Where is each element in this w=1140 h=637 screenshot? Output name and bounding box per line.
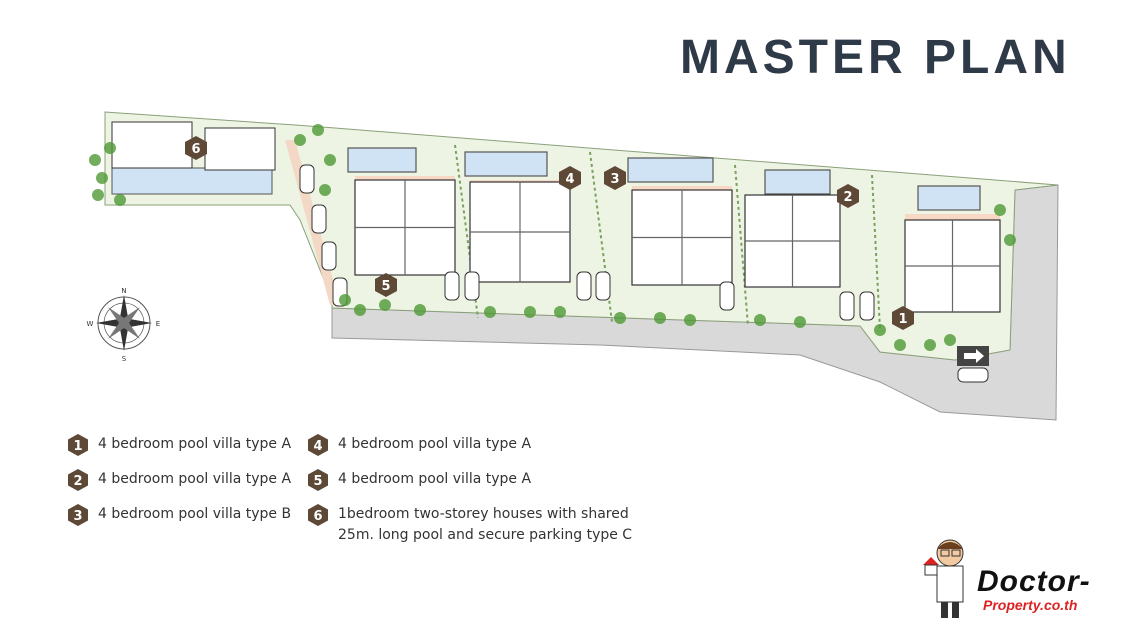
parked-car-icon <box>576 271 592 301</box>
tree-icon <box>92 189 104 201</box>
compass-w: W <box>87 320 94 328</box>
plot-marker-2: 2 <box>837 184 859 208</box>
tree-icon <box>614 312 626 324</box>
tree-icon <box>324 154 336 166</box>
svg-text:1: 1 <box>73 439 82 454</box>
compass-s: S <box>122 355 127 363</box>
legend-label: 4 bedroom pool villa type A <box>98 471 292 487</box>
tree-icon <box>944 334 956 346</box>
svg-text:4: 4 <box>313 439 322 454</box>
tree-icon <box>114 194 126 206</box>
parked-car-icon <box>957 367 989 383</box>
number-badge-icon: 1 <box>68 434 88 456</box>
parked-car-icon <box>299 164 315 194</box>
houses-type-c-left <box>111 121 193 169</box>
tree-icon <box>89 154 101 166</box>
tree-icon <box>654 312 666 324</box>
plot-marker-3: 3 <box>604 166 626 190</box>
compass-e: E <box>156 320 160 328</box>
tree-icon <box>294 134 306 146</box>
legend-item-4: 4 4 bedroom pool villa type A <box>308 434 531 456</box>
tree-icon <box>96 172 108 184</box>
plot-marker-5: 5 <box>375 273 397 297</box>
tree-icon <box>1004 234 1016 246</box>
legend-label: 4 bedroom pool villa type A <box>98 436 292 452</box>
number-badge-icon: 5 <box>308 469 328 491</box>
villa-pool <box>917 185 981 211</box>
number-badge-icon: 2 <box>68 469 88 491</box>
tree-icon <box>379 299 391 311</box>
tree-icon <box>994 204 1006 216</box>
parked-car-icon <box>595 271 611 301</box>
tree-icon <box>684 314 696 326</box>
legend-item-2: 2 4 bedroom pool villa type A <box>68 469 291 491</box>
compass-n: N <box>121 287 126 295</box>
parked-car-icon <box>444 271 460 301</box>
tree-icon <box>414 304 426 316</box>
parked-car-icon <box>859 291 875 321</box>
logo-text-main: Doctor- <box>977 565 1091 598</box>
number-badge-icon: 6 <box>308 504 328 526</box>
legend-item-5: 5 4 bedroom pool villa type A <box>308 469 531 491</box>
plot-marker-label: 4 <box>565 172 574 187</box>
compass-rose: N S E W <box>87 287 161 363</box>
houses-type-c-right <box>204 127 276 171</box>
number-badge-icon: 4 <box>308 434 328 456</box>
legend-label: 4 bedroom pool villa type B <box>98 506 292 522</box>
legend-label: 25m. long pool and secure parking type C <box>338 527 633 543</box>
legend-label: 4 bedroom pool villa type A <box>338 436 532 452</box>
page-title: MASTER PLAN <box>680 31 1071 84</box>
plot-marker-label: 3 <box>610 172 619 187</box>
parked-car-icon <box>839 291 855 321</box>
legend-item-1: 1 4 bedroom pool villa type A <box>68 434 291 456</box>
villa-pool <box>764 169 831 195</box>
tree-icon <box>312 124 324 136</box>
svg-text:2: 2 <box>73 474 82 489</box>
doctor-property-logo: Doctor- Property.co.th <box>915 535 1130 625</box>
tree-icon <box>524 306 536 318</box>
legend-label: 4 bedroom pool villa type A <box>338 471 532 487</box>
tree-icon <box>554 306 566 318</box>
tree-icon <box>104 142 116 154</box>
villa-deck <box>905 214 1000 224</box>
legend-item-3: 3 4 bedroom pool villa type B <box>68 504 291 526</box>
parked-car-icon <box>311 204 327 234</box>
plot-marker-1: 1 <box>892 306 914 330</box>
legend-label: 1bedroom two-storey houses with shared <box>338 506 629 522</box>
svg-text:5: 5 <box>313 474 322 489</box>
logo-text-sub: Property.co.th <box>983 597 1078 613</box>
tree-icon <box>319 184 331 196</box>
svg-text:6: 6 <box>313 509 322 524</box>
tree-icon <box>794 316 806 328</box>
plot-marker-label: 6 <box>191 142 200 157</box>
doctor-mascot-icon <box>923 539 964 618</box>
villa-pool <box>464 151 548 177</box>
villa-pool <box>627 157 714 183</box>
svg-text:3: 3 <box>73 509 82 524</box>
tree-icon <box>924 339 936 351</box>
plot-marker-4: 4 <box>559 166 581 190</box>
tree-icon <box>339 294 351 306</box>
pool-type-c <box>111 167 273 195</box>
plot-marker-label: 5 <box>381 279 390 294</box>
tree-icon <box>354 304 366 316</box>
plot-marker-label: 2 <box>843 190 852 205</box>
parked-car-icon <box>719 281 735 311</box>
plot-marker-label: 1 <box>898 312 907 327</box>
master-plan-map: N S E W 6 5 4 3 2 1 <box>87 111 1059 421</box>
parked-car-icon <box>464 271 480 301</box>
tree-icon <box>484 306 496 318</box>
tree-icon <box>894 339 906 351</box>
villa-pool <box>347 147 417 173</box>
number-badge-icon: 3 <box>68 504 88 526</box>
tree-icon <box>754 314 766 326</box>
parking-arrow-icon <box>957 346 989 366</box>
tree-icon <box>874 324 886 336</box>
plot-marker-6: 6 <box>185 136 207 160</box>
parked-car-icon <box>321 241 337 271</box>
legend-item-6: 6 1bedroom two-storey houses with shared… <box>308 504 632 546</box>
